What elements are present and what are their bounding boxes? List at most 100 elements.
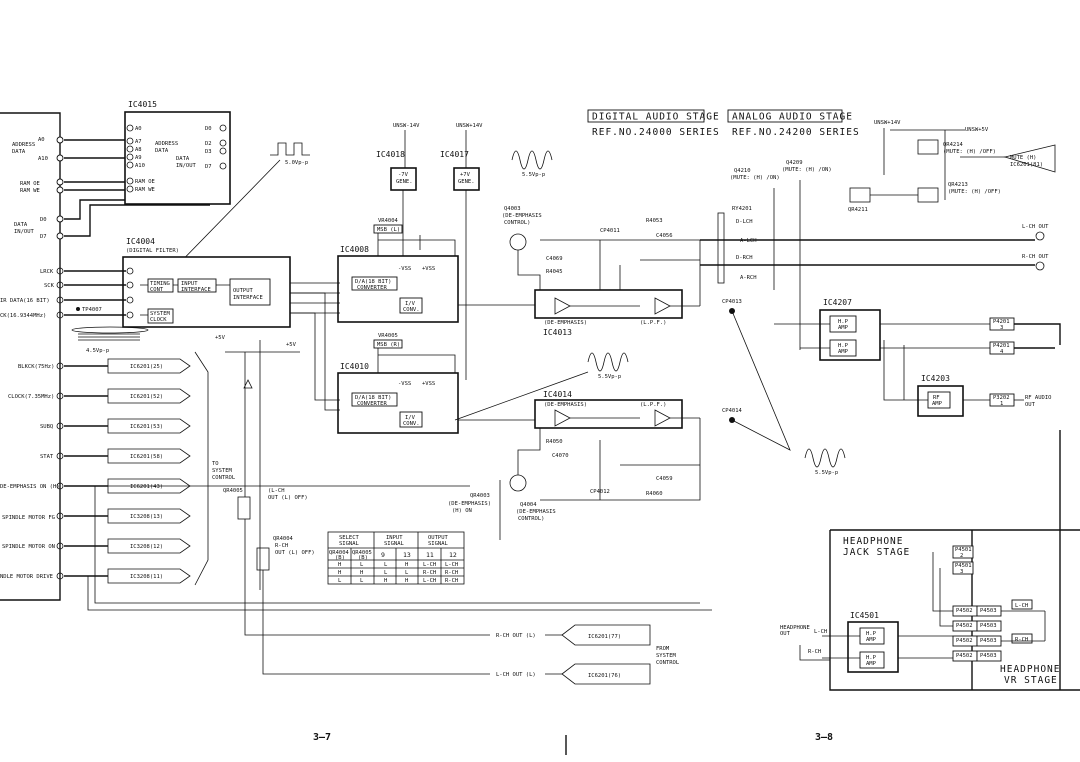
svg-text:P4502: P4502 <box>956 608 973 614</box>
svg-text:H.P: H.P <box>866 655 877 661</box>
svg-text:L-CH OUT (L): L-CH OUT (L) <box>496 672 536 678</box>
analog-stage-title: ANALOG AUDIO STAGE <box>732 112 853 123</box>
svg-text:Q4209: Q4209 <box>786 160 803 166</box>
ic6201-buffers: BLKCK(75Hz) CLOCK(7.35MHz) SUBQ STAT DE-… <box>0 351 236 586</box>
ic4004: IC4004 (DIGITAL FILTER) TIMING CONT INPU… <box>122 237 291 328</box>
svg-text:Q4003: Q4003 <box>504 206 521 212</box>
truth-table-cell: L-CH <box>423 562 436 568</box>
svg-text:CONTROL): CONTROL) <box>504 220 531 226</box>
truth-table-cell: H <box>338 570 341 576</box>
svg-text:SUBQ: SUBQ <box>40 424 53 430</box>
ic4207: IC4207 H.P AMP H.P AMP P4201 3 P4201 4 <box>774 298 1061 361</box>
svg-text:+VSS: +VSS <box>422 381 435 387</box>
svg-text:(DE-EMPHASIS): (DE-EMPHASIS) <box>544 320 587 326</box>
svg-text:ADDRESS: ADDRESS <box>155 141 178 147</box>
svg-text:DATA: DATA <box>176 156 190 162</box>
svg-text:C4070: C4070 <box>552 453 569 459</box>
svg-text:IC6201(81): IC6201(81) <box>1010 162 1043 168</box>
left-connector-bracket <box>0 112 61 601</box>
svg-text:-VSS: -VSS <box>398 381 411 387</box>
ic4010: IC4010 D/A(18 BIT) CONVERTER I/V CONV. -… <box>290 292 535 434</box>
svg-text:(MUTE: (H) /OFF): (MUTE: (H) /OFF) <box>943 149 996 155</box>
truth-table-cell: H <box>405 578 408 584</box>
svg-text:5.5Vp-p: 5.5Vp-p <box>598 374 621 380</box>
truth-table-cell: L <box>360 562 364 568</box>
svg-text:(L.P.F.): (L.P.F.) <box>640 320 667 326</box>
svg-text:CLOCK(7.35MHz): CLOCK(7.35MHz) <box>8 394 54 400</box>
truth-table-cell: H <box>384 578 387 584</box>
svg-text:(MUTE: (H) /ON): (MUTE: (H) /ON) <box>730 175 780 181</box>
ic4015-left-signals: ADDRESS DATA A0 A10 RAM OE RAM WE DATA I… <box>12 136 210 240</box>
truth-table-cell: L <box>384 562 388 568</box>
page-number-right: 3—8 <box>815 732 833 743</box>
svg-text:INTERFACE: INTERFACE <box>233 295 263 301</box>
svg-text:FROM: FROM <box>656 646 670 652</box>
svg-text:IC6201(76): IC6201(76) <box>588 673 621 679</box>
svg-text:5.5Vp-p: 5.5Vp-p <box>815 470 838 476</box>
svg-text:QR4005: QR4005 <box>223 488 243 494</box>
svg-text:D-RCH: D-RCH <box>736 255 753 261</box>
ic4013: IC4013 (DE-EMPHASIS) (L.P.F.) CP4011 C40… <box>534 218 701 337</box>
svg-text:3: 3 <box>1000 325 1003 331</box>
svg-text:CP4014: CP4014 <box>722 408 743 414</box>
ck-label: CK(16.9344MHz) <box>0 313 46 319</box>
svg-text:OUT: OUT <box>780 631 791 637</box>
svg-text:MUTE (H): MUTE (H) <box>1010 155 1037 161</box>
svg-text:OUTPUT: OUTPUT <box>233 288 254 294</box>
truth-table-cell: R-CH <box>423 570 436 576</box>
svg-text:IC4008: IC4008 <box>340 245 369 254</box>
svg-text:(MUTE: (H) /OFF): (MUTE: (H) /OFF) <box>948 189 1001 195</box>
test-points: CP4013 CP4014 <box>722 299 791 451</box>
svg-text:OUT (L) OFF): OUT (L) OFF) <box>268 495 308 501</box>
svg-text:IC6201(43): IC6201(43) <box>130 484 163 490</box>
svg-text:I/V: I/V <box>405 415 416 421</box>
svg-text:TP4007: TP4007 <box>82 307 102 313</box>
address-data-label: ADDRESS <box>12 142 35 148</box>
lrck-label: LRCK <box>40 269 54 275</box>
svg-text:R-CH: R-CH <box>1015 637 1028 643</box>
ic4008: IC4008 D/A(18 BIT) CONVERTER I/V CONV. -… <box>290 218 535 323</box>
svg-text:C4059: C4059 <box>656 476 673 482</box>
svg-text:AMP: AMP <box>838 349 849 355</box>
svg-text:VR4004: VR4004 <box>378 218 399 224</box>
sck-label: SCK <box>44 283 55 289</box>
svg-text:P4503: P4503 <box>980 608 997 614</box>
svg-text:IC3208(12): IC3208(12) <box>130 544 163 550</box>
svg-text:P4501: P4501 <box>955 563 972 569</box>
svg-text:(L.P.F.): (L.P.F.) <box>640 402 667 408</box>
svg-text:C4056: C4056 <box>656 233 673 239</box>
svg-text:A10: A10 <box>38 156 48 162</box>
svg-text:SPINDLE MOTOR FG: SPINDLE MOTOR FG <box>2 515 55 521</box>
svg-text:OUT (L) OFF): OUT (L) OFF) <box>275 550 315 556</box>
svg-text:P4201: P4201 <box>993 319 1010 325</box>
svg-text:L-CH OUT: L-CH OUT <box>1022 224 1049 230</box>
qr4004: QR4004 R-CH OUT (L) OFF) <box>256 536 315 571</box>
svg-text:3: 3 <box>960 569 963 575</box>
svg-text:+7V: +7V <box>460 172 471 178</box>
svg-text:DATA: DATA <box>12 149 26 155</box>
svg-text:-7V: -7V <box>398 172 409 178</box>
svg-text:AMP: AMP <box>866 637 877 643</box>
svg-text:CONTROL): CONTROL) <box>518 516 545 522</box>
svg-text:OUT: OUT <box>1025 402 1036 408</box>
svg-text:SELECT: SELECT <box>339 535 360 541</box>
svg-text:INTERFACE: INTERFACE <box>181 287 211 293</box>
svg-text:SPINDLE MOTOR ON: SPINDLE MOTOR ON <box>2 544 55 550</box>
svg-text:R4045: R4045 <box>546 269 563 275</box>
svg-text:TIMING: TIMING <box>150 281 170 287</box>
page-number-left: 3—7 <box>313 732 331 743</box>
svg-text:(H) ON: (H) ON <box>452 508 472 514</box>
svg-text:MSB (R): MSB (R) <box>377 342 400 348</box>
svg-text:NDLE MOTOR DRIVE: NDLE MOTOR DRIVE <box>0 574 53 580</box>
svg-text:+5V: +5V <box>215 335 226 341</box>
truth-table-cell: H <box>338 562 341 568</box>
waveform-sine-3: 5.5Vp-p <box>804 448 846 476</box>
svg-text:A7: A7 <box>135 139 142 145</box>
ic4018: UNSW-14V IC4018 -7V GENE. <box>376 123 420 260</box>
svg-text:TO: TO <box>212 461 219 467</box>
svg-text:CONTROL: CONTROL <box>656 660 680 666</box>
ram-oe-label: RAM OE <box>20 181 40 187</box>
q4004: Q4004 (DE-EMPHASIS CONTROL) <box>509 425 556 522</box>
ic4004-name: IC4004 <box>126 237 155 246</box>
svg-text:CONTROL: CONTROL <box>212 475 236 481</box>
